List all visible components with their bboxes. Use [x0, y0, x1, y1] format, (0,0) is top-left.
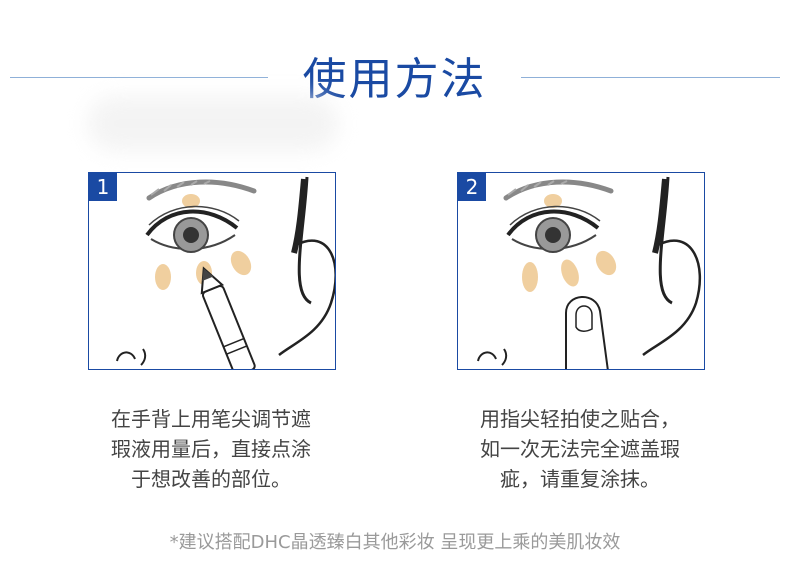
footnote: *建议搭配DHC晶透臻白其他彩妆 呈现更上乘的美肌妆效 [169, 532, 621, 553]
title-divider-left [10, 77, 268, 78]
step-1-illustration: 1 [88, 172, 336, 370]
caption-line: 疵，请重复涂抹。 [500, 467, 660, 491]
decorative-blur [88, 96, 338, 151]
title-divider-right [521, 77, 780, 78]
caption-line: 如一次无法完全遮盖瑕 [480, 437, 680, 461]
caption-line: 用指尖轻拍使之贴合， [480, 407, 680, 431]
step-1-caption: 在手背上用笔尖调节遮 瑕液用量后，直接点涂 于想改善的部位。 [86, 404, 336, 494]
caption-line: 于想改善的部位。 [131, 467, 291, 491]
caption-line: 瑕液用量后，直接点涂 [111, 437, 311, 461]
caption-line: 在手背上用笔尖调节遮 [111, 407, 311, 431]
step-2-illustration: 2 [457, 172, 705, 370]
step-2-caption: 用指尖轻拍使之贴合， 如一次无法完全遮盖瑕 疵，请重复涂抹。 [455, 404, 705, 494]
eye-pen-illustration [116, 176, 335, 369]
step-number-badge: 1 [89, 173, 117, 201]
eye-finger-illustration [477, 176, 701, 369]
step-number-badge: 2 [458, 173, 486, 201]
page-title: 使用方法 [302, 54, 487, 105]
